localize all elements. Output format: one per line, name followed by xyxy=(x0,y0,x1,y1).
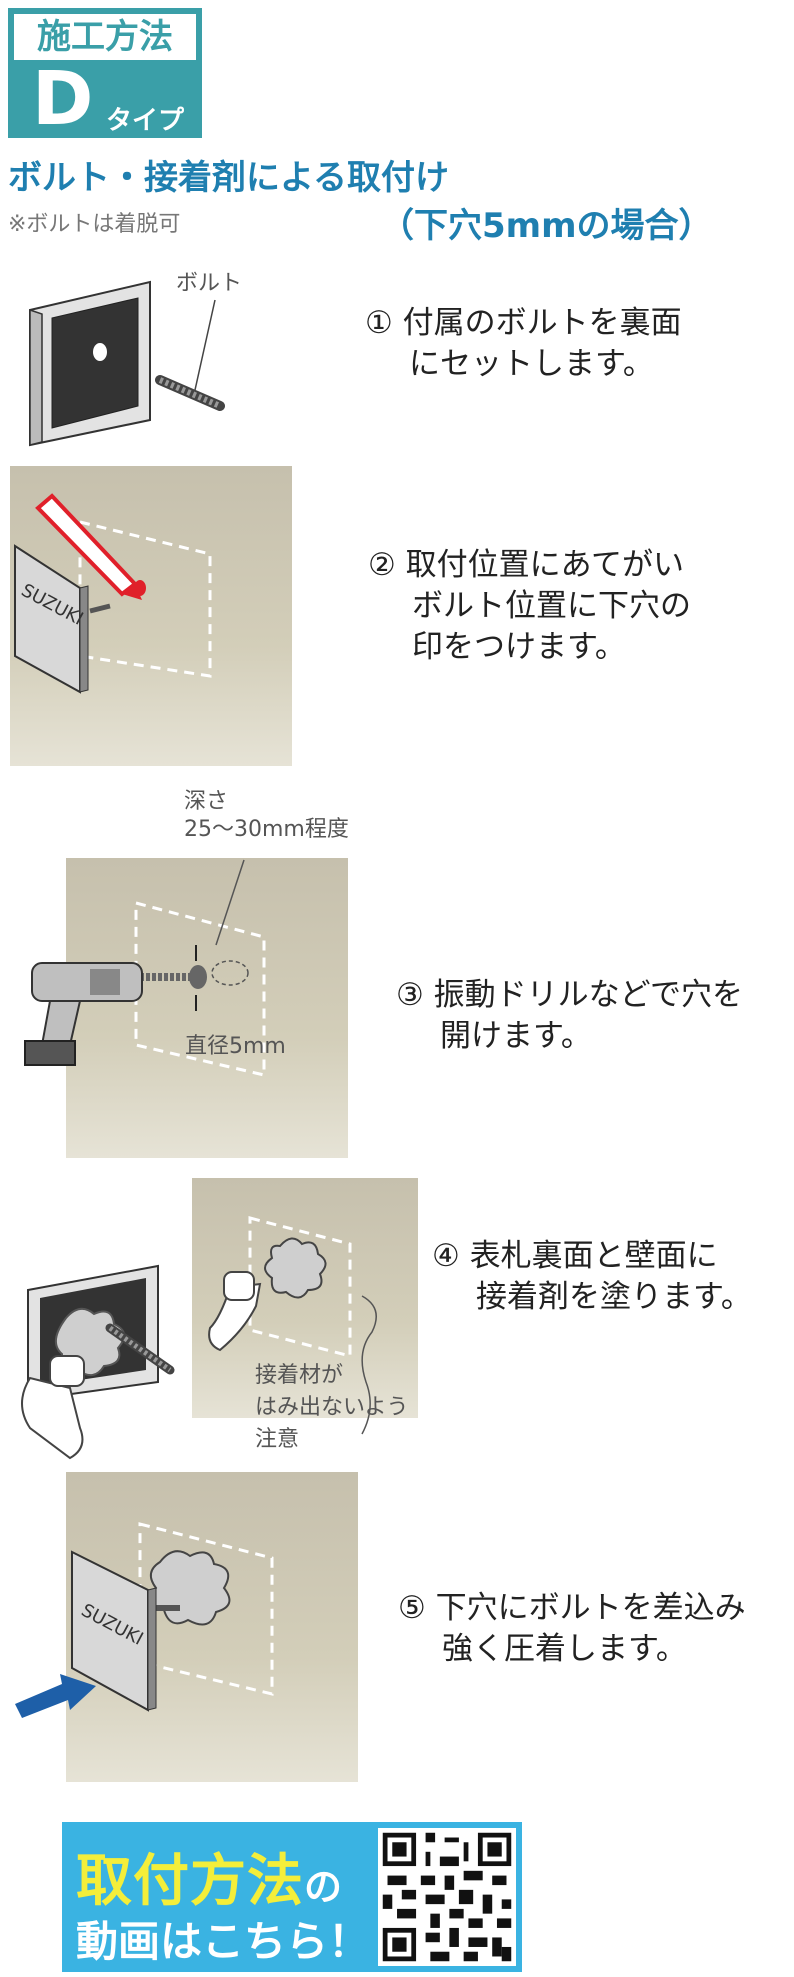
bolt-label: ボルト xyxy=(176,271,243,296)
step3-illustration xyxy=(24,859,266,1077)
page-title: ボルト・接着剤による取付け xyxy=(8,158,449,198)
adhesive-blob-icon xyxy=(264,1237,327,1299)
qr-code-icon[interactable] xyxy=(378,1828,516,1966)
caution-line2: はみ出ないよう xyxy=(255,1395,409,1420)
adhesive-blob-icon xyxy=(149,1550,231,1626)
step1-line1: ① 付属のボルトを裏面 xyxy=(365,305,682,341)
step5-line2: 強く圧着します。 xyxy=(442,1631,687,1667)
step1-illustration xyxy=(29,280,225,447)
step4-text: ④ 表札裏面と壁面に 接着剤を塗ります。 xyxy=(432,1236,752,1318)
removable-note: ※ボルトは着脱可 xyxy=(8,212,181,237)
step1-line2: にセットします。 xyxy=(409,346,654,382)
badge-suffix: タイプ xyxy=(106,106,185,136)
badge-letter: D xyxy=(32,56,94,142)
banner-line1: 取付方法の xyxy=(76,1836,343,1917)
mark-dot-icon xyxy=(134,580,146,596)
drill-icon xyxy=(24,962,190,1066)
banner-main-text: 取付方法 xyxy=(76,1849,304,1914)
step2-line3: 印をつけます。 xyxy=(412,629,626,665)
video-banner[interactable]: 取付方法の 動画はこちら！ xyxy=(62,1822,522,1972)
step2-text: ② 取付位置にあてがい ボルト位置に下穴の 印をつけます。 xyxy=(368,545,691,668)
step2-line2: ボルト位置に下穴の xyxy=(412,588,691,624)
push-arrow-icon xyxy=(15,1674,96,1718)
step5-text: ⑤ 下穴にボルトを差込み 強く圧着します。 xyxy=(398,1588,746,1670)
caution-line3: 注意 xyxy=(255,1427,300,1452)
step2-illustration: SUZUKI xyxy=(14,493,212,694)
method-badge: 施工方法 D タイプ xyxy=(8,8,202,138)
badge-title: 施工方法 xyxy=(14,14,196,60)
caution-line1: 接着材が xyxy=(255,1363,344,1388)
diameter-label: 直径5mm xyxy=(185,1034,286,1059)
depth-label: 深さ 25～30mm程度 xyxy=(184,788,349,844)
step3-text: ③ 振動ドリルなどで穴を 開けます。 xyxy=(396,975,743,1057)
depth-label-line1: 深さ xyxy=(184,789,229,814)
step3-line1: ③ 振動ドリルなどで穴を xyxy=(396,977,744,1013)
depth-label-line2: 25～30mm程度 xyxy=(184,817,349,842)
step4-line2: 接着剤を塗ります。 xyxy=(476,1279,752,1315)
hand-icon xyxy=(21,1355,85,1460)
step3-wall xyxy=(66,858,348,1158)
banner-line2: 動画はこちら！ xyxy=(76,1917,371,1966)
page-subtitle: （下穴5mmの場合） xyxy=(380,206,713,246)
step2-line1: ② 取付位置にあてがい xyxy=(368,547,685,583)
caution-label: 接着材が はみ出ないよう 注意 xyxy=(255,1360,409,1456)
banner-small-text: の xyxy=(304,1865,344,1909)
step4-illustration xyxy=(21,1216,377,1460)
step3-line2: 開けます。 xyxy=(440,1018,592,1054)
step4-line1: ④ 表札裏面と壁面に xyxy=(432,1238,718,1274)
step5-line1: ⑤ 下穴にボルトを差込み xyxy=(398,1590,746,1626)
step5-illustration: SUZUKI xyxy=(15,1522,274,1718)
bolt-icon xyxy=(155,375,225,411)
step1-text: ① 付属のボルトを裏面 にセットします。 xyxy=(365,303,682,385)
hand-icon xyxy=(208,1271,262,1352)
